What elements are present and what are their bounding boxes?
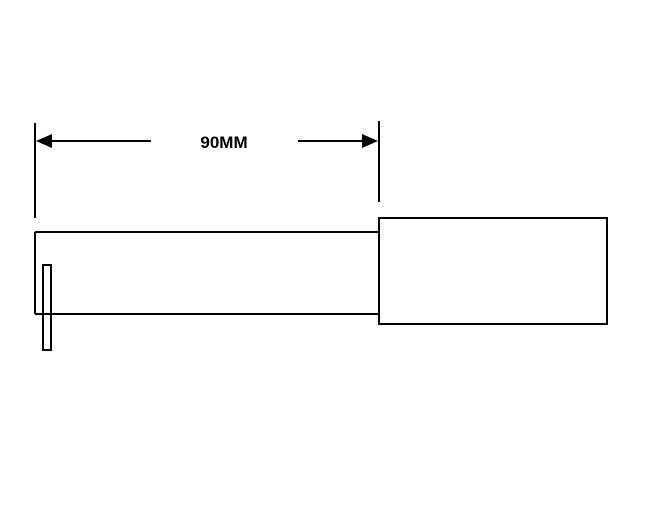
dimension-label: 90MM — [200, 133, 247, 152]
end-pin — [42, 264, 52, 351]
right-arrowhead — [362, 134, 378, 148]
head-block — [378, 217, 608, 325]
left-arrowhead — [36, 134, 52, 148]
dimension-line: 90MM — [34, 121, 380, 218]
shaft — [34, 231, 379, 315]
